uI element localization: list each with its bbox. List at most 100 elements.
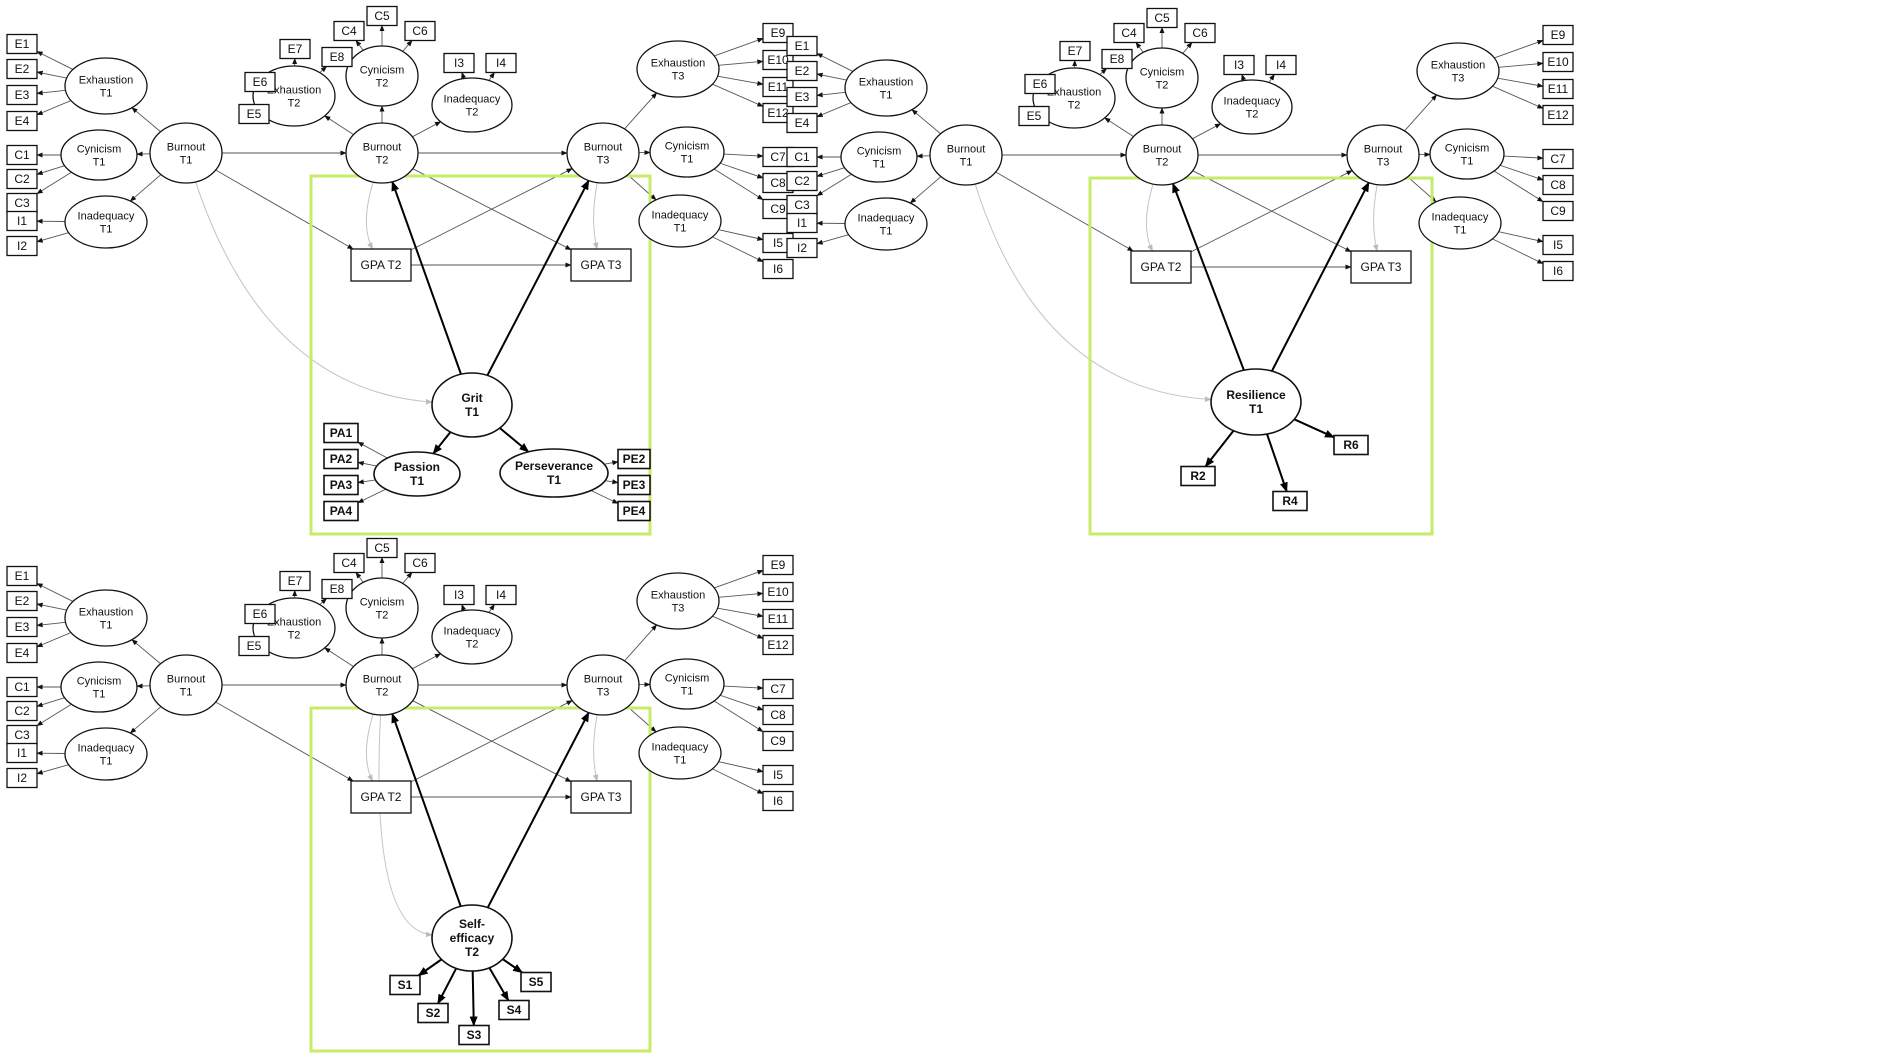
resilience-exhaustion-t1-latent-ellipse xyxy=(844,59,928,117)
grit-ind-c4-indicator-rect xyxy=(333,20,365,42)
grit-ind-i3-indicator-text: I3 xyxy=(454,56,464,70)
grit-ind-e8-indicator-text: E8 xyxy=(330,50,345,64)
resilience-ind-e6-indicator-rect xyxy=(1024,73,1056,95)
grit-ind-c3-indicator: C3 xyxy=(6,192,38,214)
grit-ind-e10-indicator-rect xyxy=(762,49,794,71)
grit-ind-e6-indicator-text: E6 xyxy=(253,75,268,89)
self-efficacy-ind-c3-indicator-text: C3 xyxy=(14,728,30,742)
grit-ind-e4-indicator-text: E4 xyxy=(15,114,30,128)
self-efficacy-s3-indicator: S3 xyxy=(458,1024,490,1046)
resilience-ind-i3-indicator-text: I3 xyxy=(1234,58,1244,72)
resilience-cynicism-t3-latent-text-2: T1 xyxy=(1461,155,1474,167)
resilience-ind-e12-indicator: E12 xyxy=(1542,104,1574,126)
path-arrow-157 xyxy=(488,967,510,1002)
path-arrow-78 xyxy=(1492,85,1544,109)
path-arrow-48 xyxy=(499,427,530,453)
path-arrow-152 xyxy=(486,711,590,909)
resilience-exhaustion-t1-latent-text-1: Exhaustion xyxy=(859,76,913,88)
path-arrow-106 xyxy=(1293,418,1335,439)
self-efficacy-s5-indicator-text: S5 xyxy=(529,975,544,989)
self-efficacy-ind-c2-indicator: C2 xyxy=(6,700,38,722)
grit-ind-i5-indicator-text: I5 xyxy=(773,236,783,250)
grit-burnout-t1-latent-text-2: T1 xyxy=(180,154,193,166)
resilience-ind-e9-indicator: E9 xyxy=(1542,24,1574,46)
grit-ind-e1-indicator-text: E1 xyxy=(15,37,30,51)
self-efficacy-ind-c7-indicator-rect xyxy=(762,678,794,700)
self-efficacy-ind-c5-indicator: C5 xyxy=(366,537,398,559)
self-efficacy-ind-e12-indicator-rect xyxy=(762,634,794,656)
resilience-ind-i2-indicator: I2 xyxy=(786,237,818,259)
grit-ind-e1-indicator: E1 xyxy=(6,33,38,55)
resilience-ind-i1-indicator: I1 xyxy=(786,212,818,234)
self-efficacy-exhaustion-t3-latent-text-2: T3 xyxy=(672,602,685,614)
path-arrow-56 xyxy=(590,490,619,504)
resilience-ind-c5-indicator-rect xyxy=(1146,7,1178,29)
self-efficacy-ind-e4-indicator: E4 xyxy=(6,642,38,664)
grit-ind-c6-indicator-text: C6 xyxy=(412,24,428,38)
grit-ind-c1-indicator-rect xyxy=(6,144,38,166)
grit-pe4-indicator: PE4 xyxy=(617,500,651,522)
self-efficacy-ind-i6-indicator-rect xyxy=(762,790,794,812)
resilience-r6-indicator-rect xyxy=(1333,434,1369,456)
path-arrow-42 xyxy=(412,168,572,251)
resilience-inadequacy-t2-latent-ellipse xyxy=(1211,79,1293,135)
path-arrow-98 xyxy=(1192,170,1352,253)
grit-ind-e11-indicator-text: E11 xyxy=(768,80,789,94)
grit-ind-e6-indicator: E6 xyxy=(244,71,276,93)
path-arrow-107 xyxy=(36,583,74,602)
path-arrow-119 xyxy=(319,598,327,605)
grit-pa1-indicator-text: PA1 xyxy=(330,426,353,440)
grit-pa3-indicator: PA3 xyxy=(323,474,359,496)
path-arrow-53 xyxy=(357,488,387,504)
self-efficacy-cynicism-t3-latent-ellipse xyxy=(649,658,725,710)
grit-ind-c5-indicator: C5 xyxy=(366,5,398,27)
path-arrow-112 xyxy=(36,697,65,708)
path-arrow-126 xyxy=(718,591,764,598)
path-arrow-142 xyxy=(627,706,657,733)
path-arrow-131 xyxy=(713,700,764,732)
grit-pe2-indicator-rect xyxy=(617,448,651,470)
self-efficacy-ind-c4-indicator-rect xyxy=(333,552,365,574)
self-efficacy-burnout-t3-latent-text-1: Burnout xyxy=(584,673,623,685)
grit-ind-e4-indicator-rect xyxy=(6,110,38,132)
path-arrow-125 xyxy=(714,569,764,589)
grit-ind-e2-indicator: E2 xyxy=(6,58,38,80)
grit-ind-e6-indicator-rect xyxy=(244,71,276,93)
path-arrow-13 xyxy=(319,66,327,73)
resilience-ind-i6-indicator-text: I6 xyxy=(1553,264,1563,278)
resilience-inadequacy-t3-latent-text-2: T1 xyxy=(1454,224,1467,236)
grit-inadequacy-t3-latent-text-2: T1 xyxy=(674,222,687,234)
self-efficacy-gpa-t3-indicator-rect xyxy=(570,780,632,814)
grit-ind-i6-indicator-rect xyxy=(762,258,794,280)
grit-burnout-t2-latent-ellipse xyxy=(345,122,419,184)
self-efficacy-ind-e4-indicator-text: E4 xyxy=(15,646,30,660)
self-efficacy-ind-c5-indicator-text: C5 xyxy=(374,541,390,555)
covariance-arrow-43 xyxy=(365,181,374,250)
resilience-ind-e7-indicator: E7 xyxy=(1059,40,1091,62)
self-efficacy-s4-indicator-text: S4 xyxy=(507,1003,522,1017)
resilience-ind-c3-indicator: C3 xyxy=(786,194,818,216)
resilience-ind-i5-indicator: I5 xyxy=(1542,234,1574,256)
resilience-ind-c4-indicator-rect xyxy=(1113,22,1145,44)
grit-cynicism-t3-latent-text-1: Cynicism xyxy=(665,140,710,152)
resilience-inadequacy-t1-latent-text-2: T1 xyxy=(880,225,893,237)
grit-exhaustion-t1-latent-ellipse xyxy=(64,57,148,115)
grit-ind-c4-indicator-text: C4 xyxy=(341,24,357,38)
resilience-gpa-t3-indicator-text: GPA T3 xyxy=(1361,260,1402,274)
resilience-ind-c8-indicator-text: C8 xyxy=(1550,178,1566,192)
self-efficacy-ind-e10-indicator: E10 xyxy=(762,581,794,603)
path-arrow-45 xyxy=(391,180,462,375)
path-arrow-22 xyxy=(712,83,764,107)
grit-pe3-indicator-rect xyxy=(617,474,651,496)
self-efficacy-inadequacy-t2-latent-text-2: T2 xyxy=(466,638,479,650)
path-arrow-137 xyxy=(324,647,354,667)
path-arrow-76 xyxy=(1498,61,1544,68)
grit-t1-latent-ellipse xyxy=(431,372,513,438)
